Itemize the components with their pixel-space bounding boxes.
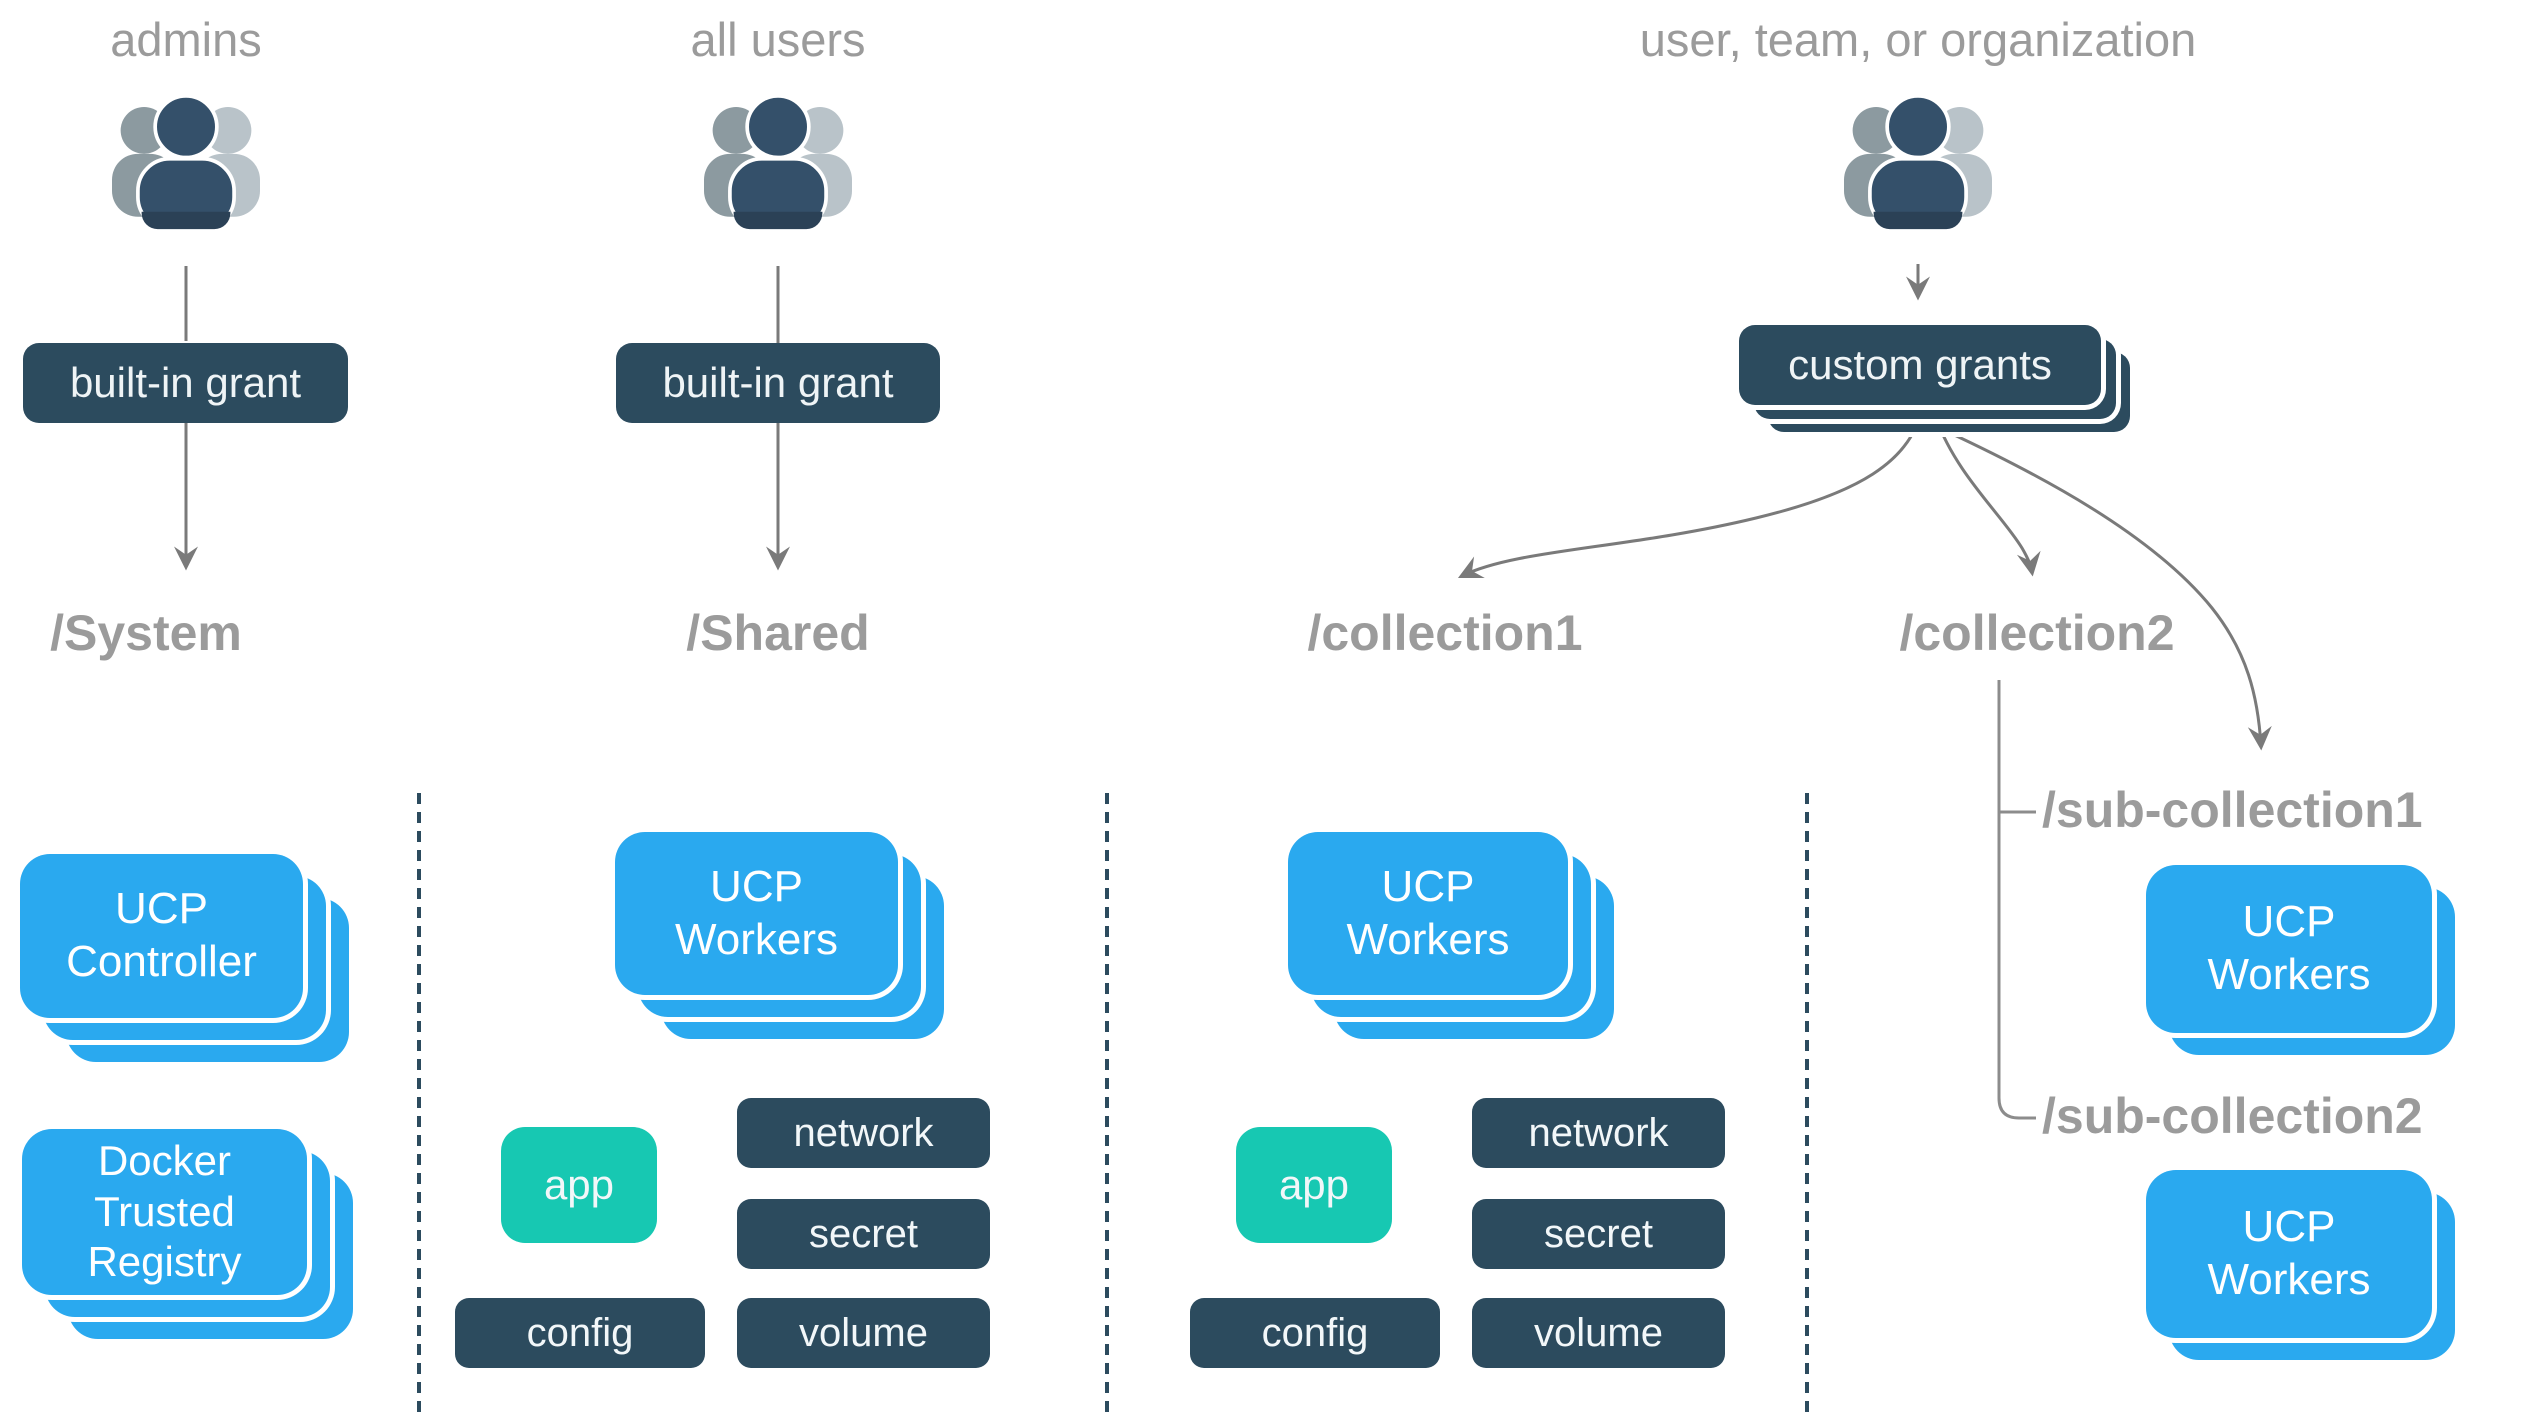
- app-box-collection1: app: [1236, 1127, 1392, 1243]
- path-sub-collection2: /sub-collection2: [2042, 1088, 2423, 1144]
- builtin-grant-admins: built-in grant: [23, 343, 348, 423]
- path-collection2: /collection2: [1899, 605, 2175, 661]
- divider-shared-collection1: [1105, 793, 1109, 1413]
- secret-box-shared: secret: [737, 1199, 990, 1269]
- arrow-grants-to-subcollection1: [1947, 430, 2272, 751]
- header-all-users: all users: [690, 13, 866, 66]
- people-group-icon: [1842, 94, 1994, 231]
- network-box-shared: network: [737, 1098, 990, 1168]
- header-admins: admins: [110, 13, 262, 66]
- ucp-controller-box: UCP Controller: [20, 854, 303, 1018]
- path-shared: /Shared: [686, 605, 870, 661]
- volume-box-shared: volume: [737, 1298, 990, 1368]
- network-box-collection1: network: [1472, 1098, 1725, 1168]
- ucp-workers-box-sub2: UCP Workers: [2146, 1170, 2432, 1338]
- ucp-workers-stack-collection1: UCP Workers: [1288, 832, 1614, 1039]
- arrow-grants-to-collection2: [1934, 417, 2041, 577]
- app-box-shared: app: [501, 1127, 657, 1243]
- config-box-shared: config: [455, 1298, 705, 1368]
- ucp-workers-stack-sub1: UCP Workers: [2146, 865, 2455, 1055]
- custom-grants-box: custom grants: [1739, 325, 2101, 405]
- ucp-controller-stack: UCP Controller: [20, 854, 349, 1062]
- path-sub-collection1: /sub-collection1: [2042, 782, 2423, 838]
- ucp-workers-box-sub1: UCP Workers: [2146, 865, 2432, 1033]
- ucp-workers-box-collection1: UCP Workers: [1288, 832, 1568, 995]
- path-system: /System: [50, 605, 242, 661]
- path-collection1: /collection1: [1307, 605, 1583, 661]
- tree-line-collection2: [1997, 680, 2036, 1120]
- people-group-icon: [110, 94, 262, 231]
- ucp-workers-box-shared: UCP Workers: [615, 832, 898, 995]
- header-org: user, team, or organization: [1639, 13, 2197, 66]
- ucp-workers-stack-shared: UCP Workers: [615, 832, 944, 1039]
- volume-box-collection1: volume: [1472, 1298, 1725, 1368]
- custom-grants-stack: custom grants: [1739, 325, 2130, 432]
- config-box-collection1: config: [1190, 1298, 1440, 1368]
- divider-collection1-collection2: [1805, 793, 1809, 1413]
- people-group-icon: [702, 94, 854, 231]
- ucp-workers-stack-sub2: UCP Workers: [2146, 1170, 2455, 1360]
- arrow-grants-to-collection1: [1457, 406, 1924, 579]
- builtin-grant-all-users: built-in grant: [616, 343, 940, 423]
- secret-box-collection1: secret: [1472, 1199, 1725, 1269]
- divider-system-shared: [417, 793, 421, 1413]
- docker-trusted-registry-stack: Docker Trusted Registry: [22, 1129, 353, 1339]
- docker-trusted-registry-box: Docker Trusted Registry: [22, 1129, 307, 1295]
